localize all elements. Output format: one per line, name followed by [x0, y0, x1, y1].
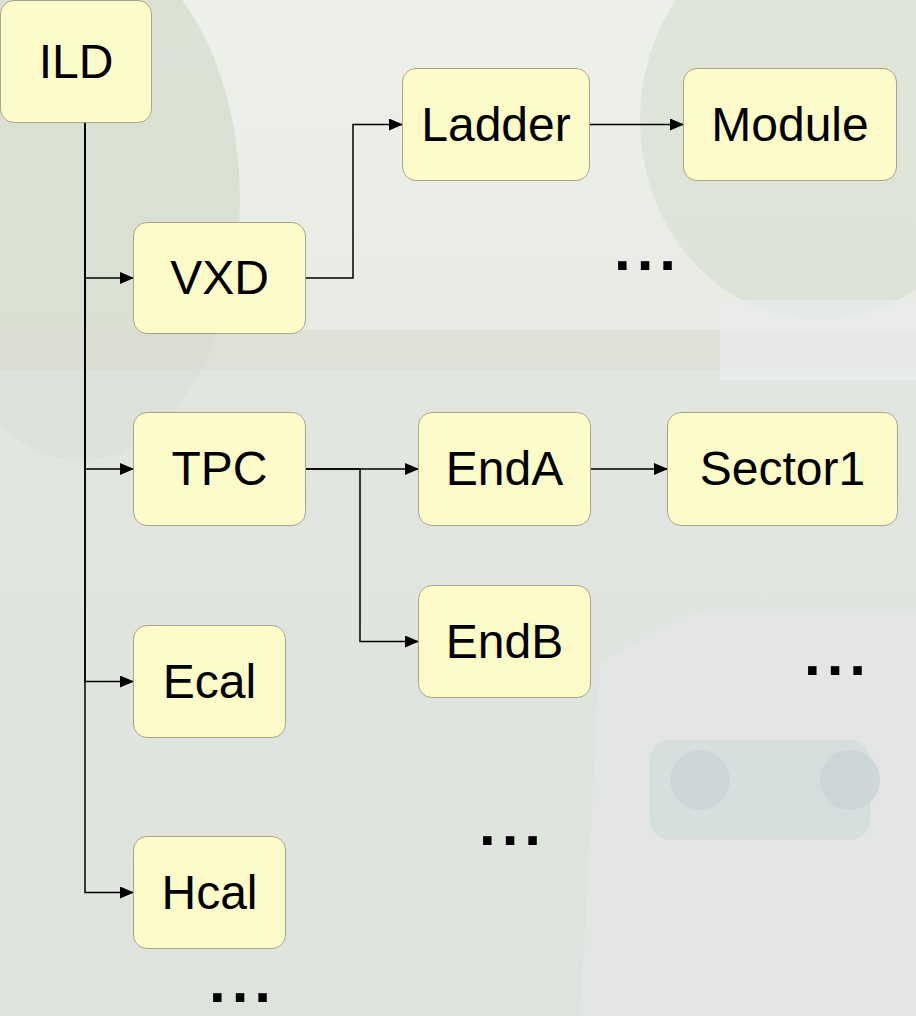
tree-connector — [85, 123, 133, 469]
tree-connector — [85, 123, 133, 682]
tree-connector — [306, 125, 402, 279]
component-box: EndA — [418, 412, 591, 526]
node-label: Ecal — [163, 658, 256, 706]
subsystem-box: Hcal — [133, 836, 286, 949]
component-box: Sector1 — [667, 412, 898, 526]
node-label: TPC — [172, 445, 268, 493]
node-label: ILD — [39, 38, 114, 86]
component-box: Module — [683, 68, 897, 181]
subsystem-box: TPC — [133, 412, 306, 526]
node-label: EndA — [446, 445, 563, 493]
root-box: ILD — [0, 0, 152, 123]
node-label: VXD — [170, 254, 269, 302]
tree-connector — [306, 469, 418, 642]
subsystem-box: Ecal — [133, 625, 286, 738]
node-label: Hcal — [161, 869, 257, 917]
component-box: Ladder — [402, 68, 590, 181]
subsystem-box: VXD — [133, 222, 306, 334]
ellipsis-label: ... — [479, 795, 547, 855]
ellipsis-label: ... — [804, 625, 872, 685]
tree-connector — [591, 468, 667, 470]
tree-connector — [85, 123, 133, 278]
node-label: Ladder — [421, 101, 570, 149]
tree-connector — [590, 124, 683, 126]
ellipsis-label: ... — [209, 952, 277, 1012]
tree-connector — [85, 123, 133, 893]
node-label: EndB — [446, 618, 563, 666]
component-box: EndB — [418, 585, 591, 698]
node-label: Module — [711, 101, 868, 149]
node-label: Sector1 — [700, 445, 865, 493]
ellipsis-label: ... — [614, 220, 682, 280]
